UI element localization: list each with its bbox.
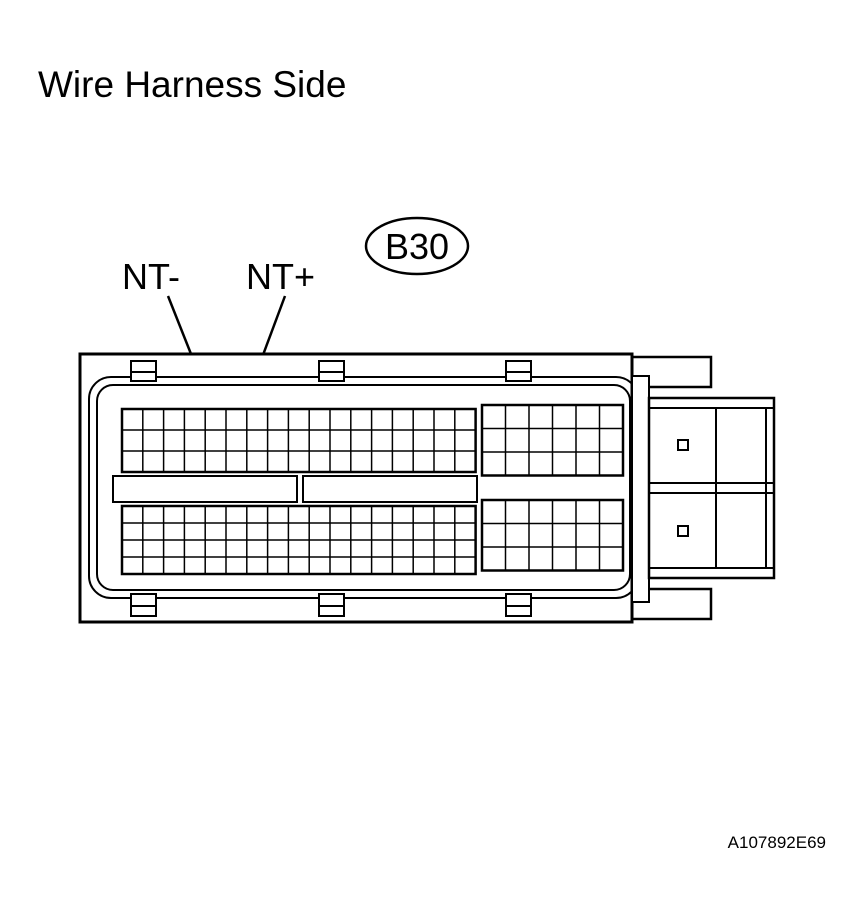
figure-id: A107892E69 [727, 833, 826, 852]
connector-code-badge: B30 [364, 216, 470, 276]
terminal-cavity-grids [120, 403, 625, 576]
terminal-grid-upper-left [120, 407, 477, 474]
terminal-grid-upper-right [480, 403, 625, 477]
terminal-label-nt-plus: NT+ [246, 256, 315, 297]
connector-body [78, 352, 776, 624]
terminal-grid-lower-right [480, 498, 625, 572]
diagram-title: Wire Harness Side [38, 64, 347, 105]
terminal-label-nt-minus: NT- [122, 256, 180, 297]
connector-code-text: B30 [385, 226, 449, 267]
terminal-grid-lower-left [120, 504, 477, 576]
